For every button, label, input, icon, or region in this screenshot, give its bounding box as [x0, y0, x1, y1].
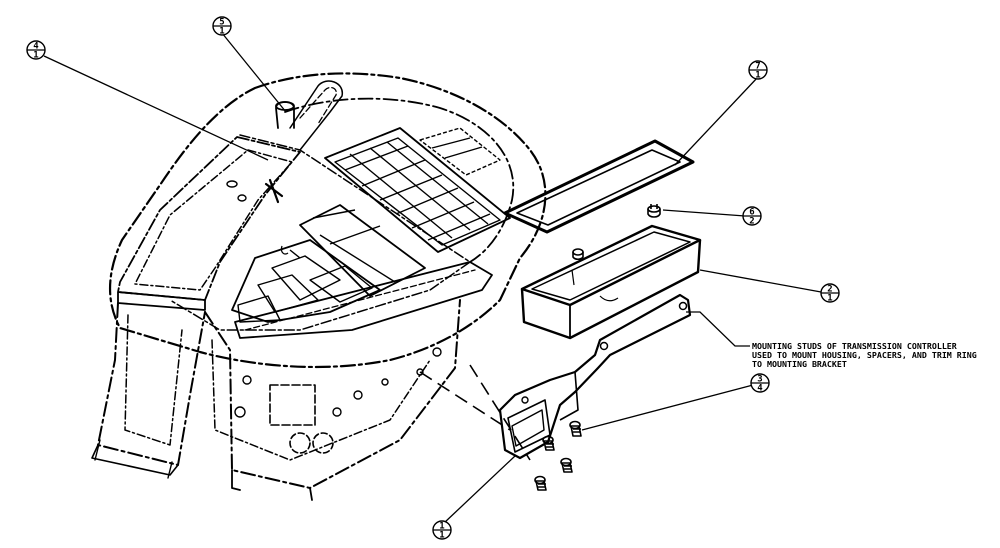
mounting-screws	[534, 420, 582, 491]
balloon-7-item-number: 7	[755, 62, 760, 72]
mounting-bracket	[498, 293, 692, 460]
note-line-2: USED TO MOUNT HOUSING, SPACERS, AND TRIM…	[752, 350, 977, 360]
leader-item-3	[581, 384, 754, 431]
balloon-2-quantity: 1	[827, 294, 832, 304]
balloon-7-quantity: 1	[755, 71, 760, 81]
mounting-note: MOUNTING STUDS OF TRANSMISSION CONTROLLE…	[752, 341, 977, 369]
balloon-1-item-number: 1	[439, 522, 444, 532]
balloon-7: 71	[748, 60, 768, 81]
trim-ring	[503, 139, 695, 234]
leader-item-2	[699, 269, 822, 293]
assembly-lines	[419, 364, 531, 461]
balloon-6: 62	[742, 206, 762, 227]
balloon-1: 11	[432, 520, 452, 541]
balloon-2: 21	[820, 283, 840, 304]
screw-3	[560, 457, 573, 473]
leader-note	[686, 311, 750, 347]
screw-4	[534, 475, 547, 491]
balloon-5-quantity: 1	[219, 27, 224, 37]
balloon-3: 34	[750, 373, 770, 394]
upper-switch-panel	[324, 127, 511, 253]
leader-item-5	[221, 32, 287, 113]
balloon-2-item-number: 2	[827, 285, 832, 295]
balloon-4-quantity: 1	[33, 51, 38, 61]
note-line-1: MOUNTING STUDS OF TRANSMISSION CONTROLLE…	[752, 341, 957, 351]
balloon-3-item-number: 3	[757, 375, 762, 385]
housing-box	[520, 224, 702, 340]
balloon-5-item-number: 5	[219, 18, 224, 28]
balloon-3-quantity: 4	[757, 384, 763, 394]
balloon-4: 41	[26, 40, 46, 61]
leader-item-6	[662, 209, 746, 217]
screw-1	[542, 435, 555, 451]
balloon-4-item-number: 4	[33, 42, 39, 52]
console-housing	[91, 72, 547, 501]
screw-2	[569, 420, 582, 437]
note-line-3: TO MOUNTING BRACKET	[752, 359, 847, 369]
leader-item-7	[674, 76, 759, 166]
balloon-1-quantity: 1	[439, 531, 444, 541]
leader-lines	[43, 32, 822, 524]
leader-item-4	[43, 55, 269, 161]
balloon-6-quantity: 2	[749, 217, 754, 227]
leader-item-1	[443, 455, 516, 524]
balloon-5: 51	[212, 16, 232, 37]
balloon-6-item-number: 6	[749, 208, 754, 218]
spacer-nut	[647, 204, 661, 218]
lower-switch-panel	[231, 204, 426, 323]
